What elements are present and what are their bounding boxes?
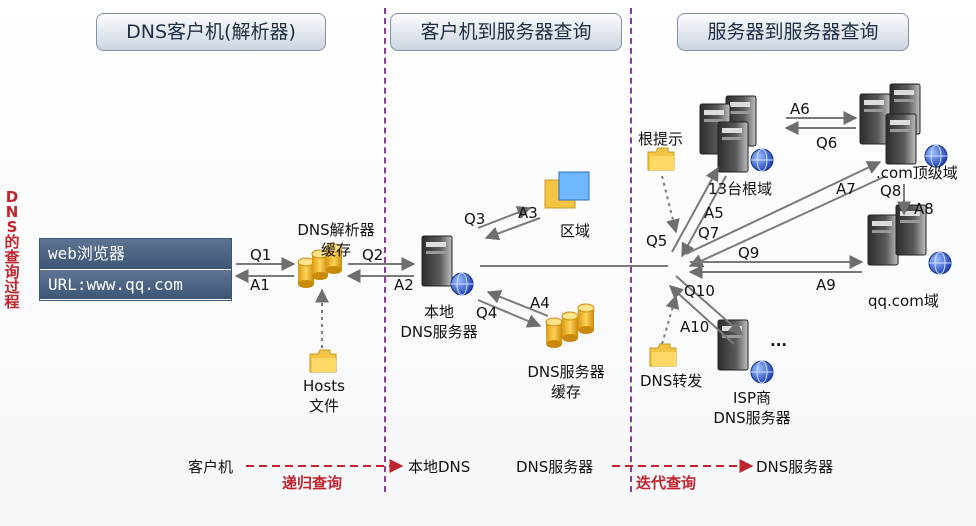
- label-a4: A4: [530, 294, 550, 312]
- label-a10: A10: [680, 318, 710, 336]
- arrow-a7: [688, 175, 887, 268]
- label-q7: Q7: [698, 224, 720, 242]
- qq-servers-icon: [867, 204, 952, 275]
- label-a6: A6: [790, 100, 810, 118]
- label-q1: Q1: [250, 246, 272, 264]
- forwarder-icon: [649, 343, 677, 367]
- zone-icon: [544, 171, 590, 209]
- server-cache-icon: [545, 303, 595, 349]
- browser-label: web浏览器: [40, 239, 231, 269]
- qq-label: qq.com域: [868, 292, 939, 310]
- label-q9: Q9: [738, 244, 760, 262]
- divider-right: [630, 8, 632, 492]
- browser-url: URL:www.qq.com: [40, 269, 231, 299]
- com-servers-icon: [859, 83, 948, 168]
- zone-label: 区域: [560, 222, 591, 240]
- root-servers-icon: [699, 95, 774, 173]
- label-q4: Q4: [476, 304, 498, 322]
- com-label: .com顶级域: [876, 164, 958, 182]
- browser-box: web浏览器 URL:www.qq.com: [39, 238, 232, 301]
- label-q8: Q8: [880, 182, 902, 200]
- label-a9: A9: [816, 276, 836, 294]
- label-q2: Q2: [362, 246, 384, 264]
- label-q5: Q5: [646, 232, 668, 250]
- bottom-iterative: 迭代查询: [636, 474, 697, 492]
- dotted-forwarder: [661, 294, 680, 345]
- bottom-local-dns: 本地DNS: [408, 458, 471, 476]
- resolver-cache-label: DNS解析器缓存: [297, 221, 375, 259]
- arrow-q4: [477, 299, 542, 328]
- label-a2: A2: [394, 276, 414, 294]
- label-q10: Q10: [684, 282, 715, 300]
- dotted-root-hint: [661, 175, 680, 234]
- bottom-client: 客户机: [188, 458, 234, 476]
- forwarder-label: DNS转发: [640, 372, 703, 390]
- header-client: DNS客户机(解析器): [96, 13, 326, 51]
- root-label: 13台根域: [708, 180, 773, 198]
- divider-left: [384, 8, 386, 492]
- bottom-recursive: 递归查询: [282, 474, 343, 492]
- arrow-a3: [484, 217, 541, 241]
- arrow-q7: [685, 161, 882, 255]
- arrow-a4: [486, 290, 549, 317]
- label-a8: A8: [914, 200, 934, 218]
- arrow-q3: [477, 205, 532, 229]
- label-a1: A1: [250, 276, 270, 294]
- root-hint-icon: [647, 147, 675, 171]
- label-a7: A7: [836, 180, 856, 198]
- label-a5: A5: [704, 204, 724, 222]
- arrow-a5: [681, 175, 727, 258]
- arrow-q5: [671, 166, 719, 253]
- header-client-to-server: 客户机到服务器查询: [390, 13, 622, 51]
- label-a3: A3: [518, 204, 538, 222]
- bottom-dns-server-1: DNS服务器: [516, 458, 594, 476]
- arrow-q10: [675, 275, 744, 335]
- arrow-a10: [668, 285, 735, 345]
- header-server-to-server: 服务器到服务器查询: [677, 13, 909, 51]
- isp-server-icon: [717, 319, 774, 384]
- bottom-dns-server-2: DNS服务器: [756, 458, 834, 476]
- label-q3: Q3: [464, 210, 486, 228]
- root-hint-label: 根提示: [638, 130, 684, 148]
- local-dns-server-icon: [421, 235, 474, 296]
- server-cache-label: DNS服务器缓存: [527, 363, 605, 401]
- ellipsis: ···: [770, 336, 788, 354]
- label-q6: Q6: [816, 134, 838, 152]
- hosts-file-icon: [309, 349, 337, 373]
